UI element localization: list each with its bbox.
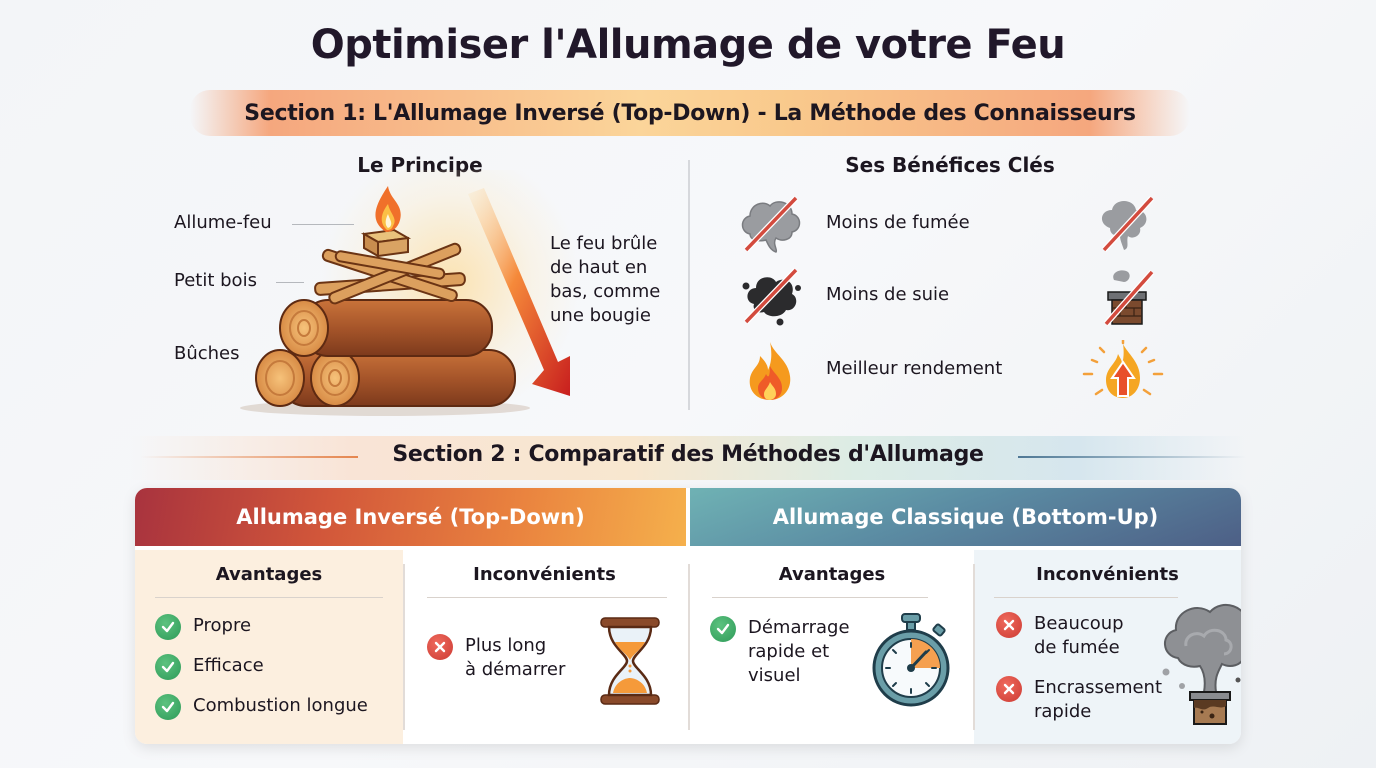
- item-line: Beaucoup: [1034, 613, 1124, 634]
- classic-drawbacks: Inconvénients Beaucoup de fumée Encrassem…: [974, 550, 1241, 744]
- item-line: Démarrage: [748, 617, 850, 638]
- column-rule: [155, 597, 383, 598]
- page-title: Optimiser l'Allumage de votre Feu: [310, 22, 1066, 68]
- topdown-drawbacks: Inconvénients Plus long à démarrer: [403, 550, 686, 744]
- benefit-row-soot: Moins de suie: [738, 266, 1168, 326]
- item-line: visuel: [748, 665, 801, 686]
- benefit-row-efficiency: Meilleur rendement: [738, 340, 1168, 400]
- check-icon: [155, 614, 181, 640]
- column-title: Inconvénients: [473, 564, 616, 585]
- item-text: Efficace: [193, 655, 264, 676]
- section1-title: Section 1: L'Allumage Inversé (Top-Down)…: [244, 100, 1136, 126]
- drawback-item: Encrassement rapide: [996, 676, 1162, 724]
- advantage-item: Propre: [155, 614, 251, 640]
- classic-header: Allumage Classique (Bottom-Up): [690, 488, 1241, 546]
- leader-line: [292, 224, 354, 225]
- item-line: à démarrer: [465, 659, 566, 680]
- section1-banner: Section 1: L'Allumage Inversé (Top-Down)…: [190, 90, 1190, 136]
- topdown-advantages: Avantages Propre Efficace Combustion lon…: [135, 550, 403, 744]
- hourglass-icon: [600, 617, 660, 705]
- cross-icon: [996, 612, 1022, 638]
- column-divider: [973, 564, 975, 730]
- advantage-item: Combustion longue: [155, 694, 368, 720]
- no-chimney-soot-icon: [1103, 270, 1155, 326]
- label-petit-bois: Petit bois: [174, 270, 257, 291]
- item-text: Démarrage rapide et visuel: [748, 616, 850, 688]
- column-rule: [994, 597, 1178, 598]
- item-line: Plus long: [465, 635, 547, 656]
- item-text: Combustion longue: [193, 695, 368, 716]
- no-smoke-cloud-icon: [1101, 195, 1155, 253]
- check-icon: [155, 654, 181, 680]
- benefit-label: Meilleur rendement: [826, 358, 1003, 379]
- benefit-row-smoke: Moins de fumée: [738, 194, 1168, 254]
- column-rule: [427, 597, 667, 598]
- item-line: rapide et: [748, 641, 830, 662]
- section2-line-left: [140, 456, 358, 458]
- column-title: Avantages: [778, 564, 886, 585]
- benefit-label: Moins de fumée: [826, 212, 970, 233]
- benefits-title: Ses Bénéfices Clés: [845, 153, 1055, 177]
- caption-line: Le feu brûle: [550, 233, 658, 254]
- item-line: Encrassement: [1034, 677, 1163, 698]
- advantage-item: Efficace: [155, 654, 264, 680]
- item-text: Propre: [193, 615, 252, 636]
- item-line: de fumée: [1034, 637, 1120, 658]
- label-buches: Bûches: [174, 343, 240, 364]
- header-gap: [686, 488, 690, 546]
- caption-line: de haut en: [550, 257, 648, 278]
- cross-icon: [427, 634, 453, 660]
- firewood-stack-icon: [240, 186, 570, 416]
- comparison-card: Allumage Inversé (Top-Down) Allumage Cla…: [135, 488, 1241, 744]
- drawback-item: Plus long à démarrer: [427, 634, 565, 682]
- column-divider: [403, 564, 405, 730]
- label-allume-feu: Allume-feu: [174, 212, 272, 233]
- item-text: Beaucoup de fumée: [1034, 612, 1124, 660]
- column-title: Inconvénients: [1036, 564, 1179, 585]
- flame-up-arrow-icon: [1082, 340, 1164, 398]
- cross-icon: [996, 676, 1022, 702]
- check-icon: [710, 616, 736, 642]
- flame-icon: [749, 342, 791, 400]
- item-text: Plus long à démarrer: [465, 634, 565, 682]
- section2-line-right: [1018, 456, 1246, 458]
- column-divider: [688, 564, 690, 730]
- column-rule: [712, 597, 928, 598]
- leader-line: [276, 282, 304, 283]
- classic-advantages: Avantages Démarrage rapide et visuel: [690, 550, 974, 744]
- no-smoke-icon: [741, 195, 801, 253]
- principle-caption: Le feu brûle de haut en bas, comme une b…: [550, 232, 660, 328]
- item-line: rapide: [1034, 701, 1092, 722]
- drawback-item: Beaucoup de fumée: [996, 612, 1124, 660]
- section2-band: [130, 436, 1246, 480]
- benefit-label: Moins de suie: [826, 284, 950, 305]
- stopwatch-icon: [872, 613, 950, 707]
- smoking-chimney-icon: [1162, 603, 1241, 725]
- no-soot-icon: [742, 267, 801, 326]
- caption-line: une bougie: [550, 305, 651, 326]
- advantage-item: Démarrage rapide et visuel: [710, 616, 850, 688]
- check-icon: [155, 694, 181, 720]
- section2-title: Section 2 : Comparatif des Méthodes d'Al…: [392, 442, 984, 467]
- topdown-header: Allumage Inversé (Top-Down): [135, 488, 686, 546]
- section1-divider: [688, 160, 690, 410]
- item-text: Encrassement rapide: [1034, 676, 1162, 724]
- column-title: Avantages: [215, 564, 323, 585]
- caption-line: bas, comme: [550, 281, 661, 302]
